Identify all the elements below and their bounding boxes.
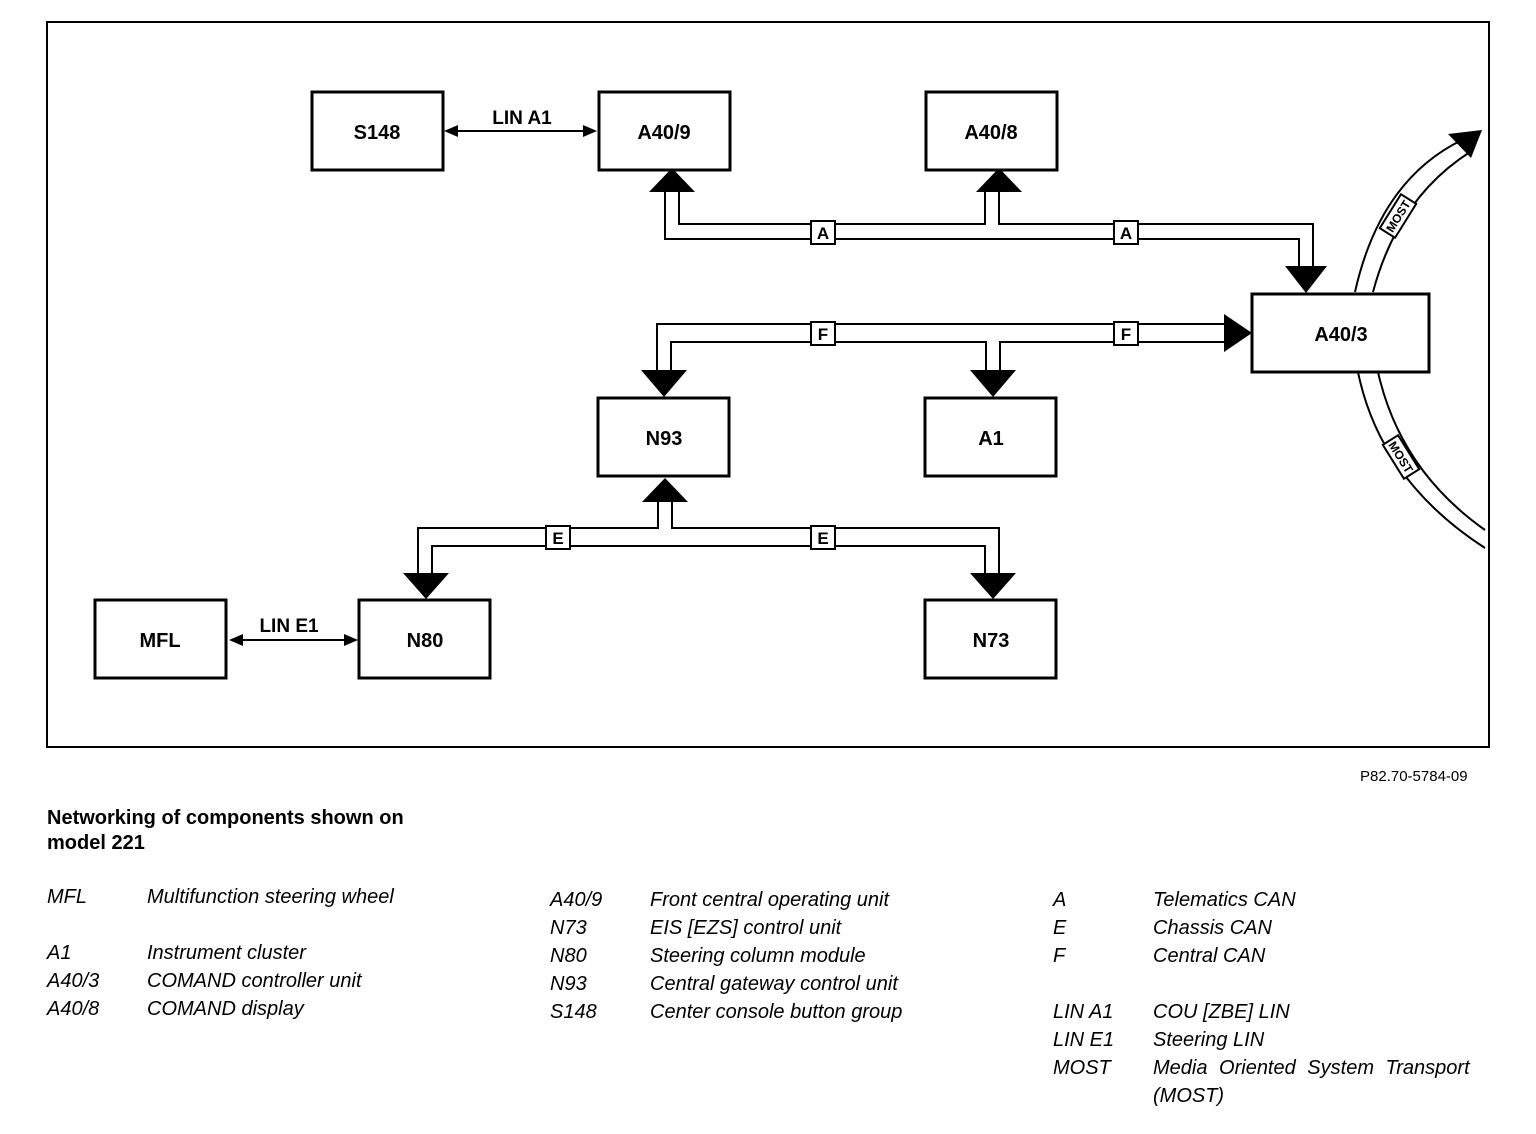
bus-tag-a-left: A xyxy=(810,220,836,245)
s148-label: S148 xyxy=(354,122,401,144)
bus-a-arrows xyxy=(649,168,1327,293)
caption-line-1: Networking of components shown on xyxy=(47,807,404,829)
bus-tag-e-right: E xyxy=(810,525,836,550)
svg-text:A: A xyxy=(1120,224,1132,243)
bus-tag-a-right: A xyxy=(1113,220,1139,245)
diagram-frame xyxy=(46,21,1490,748)
component-n80: N80 xyxy=(357,598,492,680)
caption-line-2: model 221 xyxy=(47,832,145,854)
component-s148: S148 xyxy=(310,90,445,172)
most-arrow xyxy=(1448,130,1482,158)
svg-text:F: F xyxy=(818,325,828,344)
svg-text:A: A xyxy=(817,224,829,243)
figure-caption: Networking of components shown on model … xyxy=(47,806,507,856)
svg-text:E: E xyxy=(817,529,828,548)
a1-label: A1 xyxy=(978,428,1004,450)
a40-9-label: A40/9 xyxy=(637,122,690,144)
bus-tag-f-right: F xyxy=(1113,321,1139,346)
bus-e-arrows xyxy=(403,478,1016,599)
n93-label: N93 xyxy=(646,428,683,450)
component-a40-8: A40/8 xyxy=(924,90,1059,172)
component-n73: N73 xyxy=(923,598,1058,680)
component-a40-3: A40/3 xyxy=(1250,292,1431,374)
lin-a1-link xyxy=(444,125,597,137)
reference-code: P82.70-5784-09 xyxy=(1360,768,1468,785)
a40-3-label: A40/3 xyxy=(1314,324,1367,346)
lin-e1-label: LIN E1 xyxy=(259,616,319,637)
lin-e1-link xyxy=(229,634,358,646)
component-n93: N93 xyxy=(596,396,731,478)
a40-8-label: A40/8 xyxy=(964,122,1017,144)
component-a1: A1 xyxy=(923,396,1058,478)
most-tag-upper: MOST xyxy=(1378,192,1418,240)
bus-f-arrows xyxy=(641,314,1252,397)
svg-text:E: E xyxy=(552,529,563,548)
svg-text:F: F xyxy=(1121,325,1131,344)
bus-tag-e-left: E xyxy=(545,525,571,550)
n80-label: N80 xyxy=(407,630,444,652)
n73-label: N73 xyxy=(973,630,1010,652)
bus-e-lines xyxy=(417,502,1000,573)
lin-a1-label: LIN A1 xyxy=(492,108,552,129)
mfl-label: MFL xyxy=(139,630,180,652)
component-mfl: MFL xyxy=(93,598,228,680)
component-a40-9: A40/9 xyxy=(597,90,732,172)
bus-tag-f-left: F xyxy=(810,321,836,346)
bus-a-lines xyxy=(664,192,1314,266)
